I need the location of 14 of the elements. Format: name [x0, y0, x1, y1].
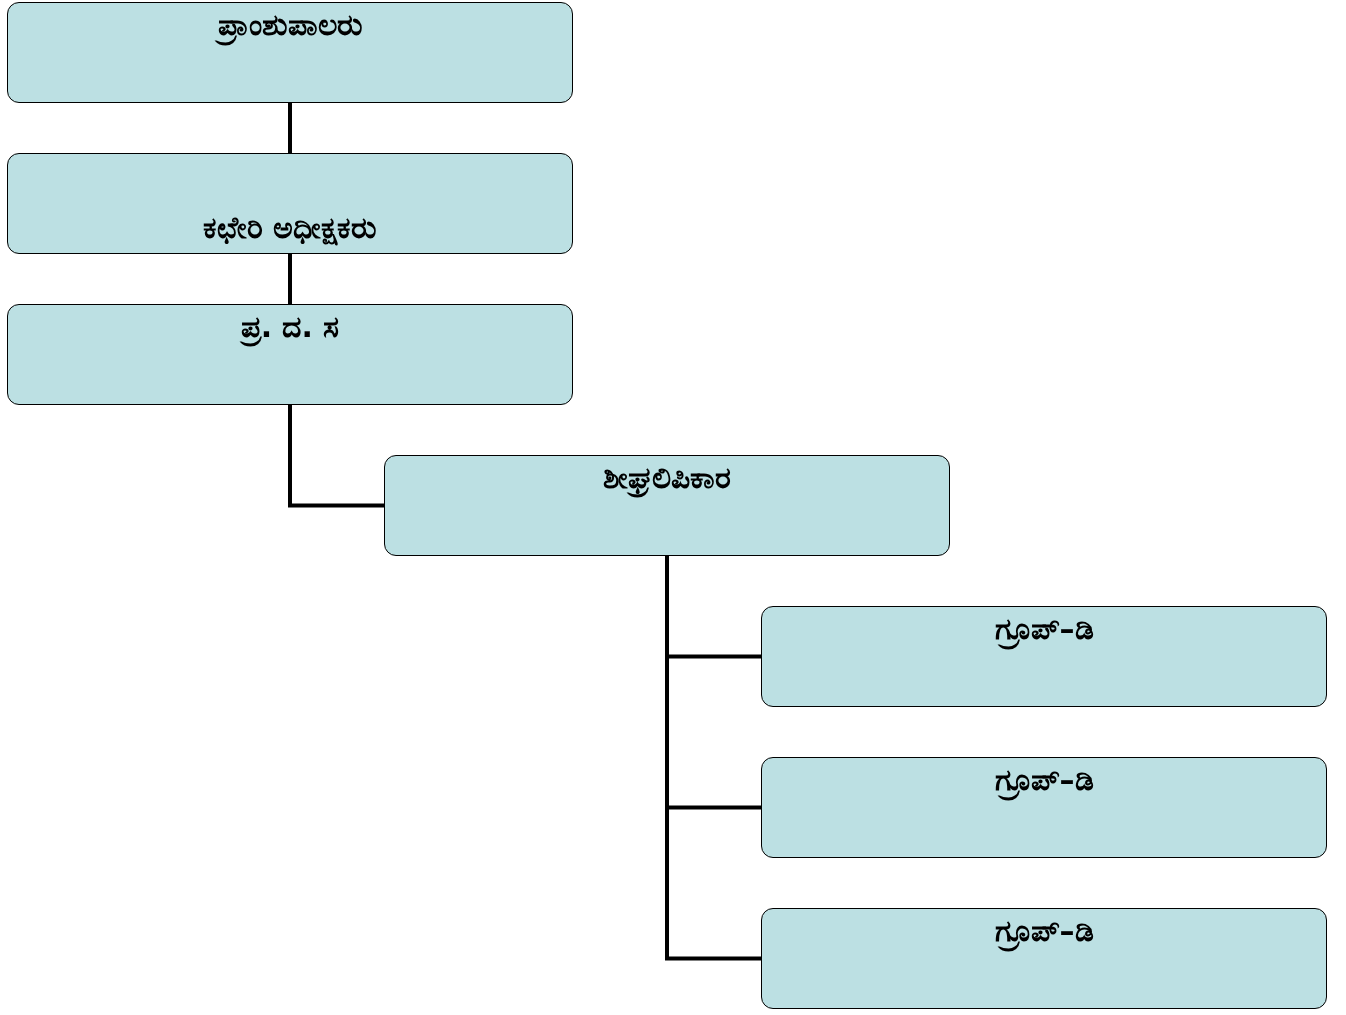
org-box	[761, 757, 1327, 858]
org-box	[7, 153, 573, 254]
connector-line	[288, 254, 292, 304]
org-box	[7, 2, 573, 103]
connector-line	[288, 103, 292, 153]
org-box	[761, 606, 1327, 707]
org-box	[7, 304, 573, 405]
role-title: ಕಛೇರಿ ಅಧೀಕ್ಷಕರು	[202, 210, 378, 246]
org-box	[761, 908, 1327, 1009]
connector-line	[288, 405, 384, 508]
connector-line	[665, 556, 761, 961]
role-title: ಶೀಘ್ರಲಿಪಿಕಾರ	[603, 460, 731, 496]
role-title: ಪ್ರ. ದ. ಸ	[240, 309, 340, 345]
org-box	[384, 455, 950, 556]
